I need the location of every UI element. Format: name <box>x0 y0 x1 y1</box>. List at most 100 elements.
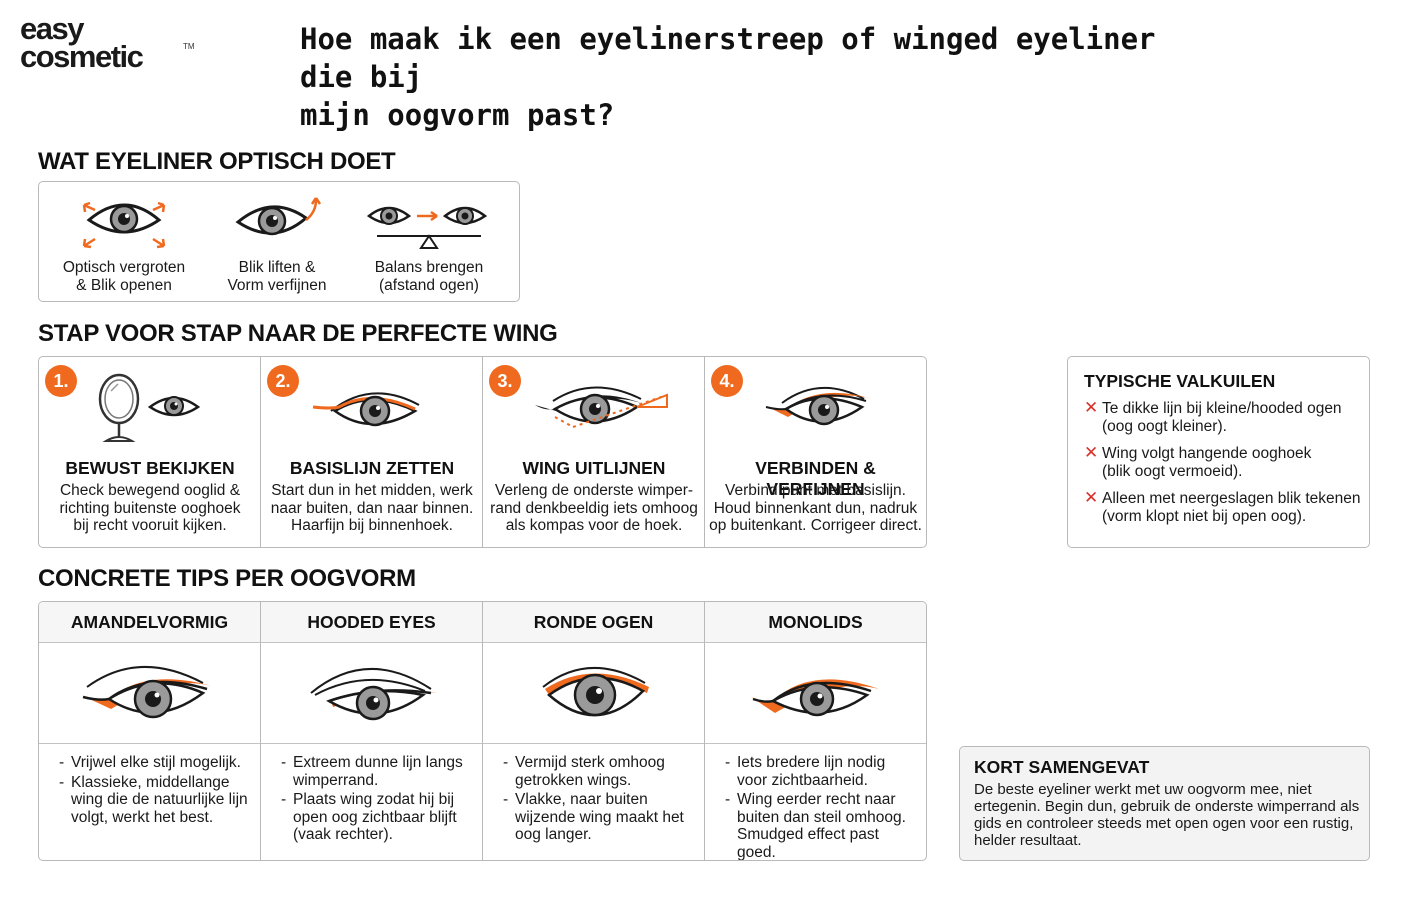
tip-hooded-1-line2: wimperrand. <box>293 771 379 789</box>
dash: - <box>59 773 65 791</box>
page-title-line1: Hoe maak ik een eyelinerstreep of winged… <box>300 22 1156 94</box>
step-text-1-line2: richting buitenste ooghoek <box>59 499 241 517</box>
tip-hooded-2-line3: (vaak rechter). <box>293 826 393 843</box>
pitfall-2-line1: Wing volgt hangende ooghoek <box>1102 445 1312 462</box>
step-text-3: Verleng de onderste wimper- rand denkbee… <box>483 482 705 535</box>
summary-line2: ertegenin. Begin dun, gebruik de onderst… <box>974 798 1360 815</box>
tip-almond-2-line3: volgt, werkt het best. <box>71 808 214 826</box>
tip-hooded-1-line1: Extreem dunne lijn langs <box>293 754 463 771</box>
step-text-1: Check bewegend ooglid & richting buitens… <box>39 482 261 535</box>
step-badge-4: 4. <box>711 365 743 397</box>
tip-image-round <box>483 643 704 744</box>
tip-almond-2-line1: Klassieke, middellange <box>71 773 230 791</box>
dash: - <box>725 791 731 808</box>
step-badge-3: 3. <box>489 365 521 397</box>
step-card-1: 1. BEWUST BEKIJKEN Check bewegend ooglid… <box>39 357 261 547</box>
almond-eye-icon <box>80 666 215 719</box>
tips-panel: AMANDELVORMIG -Vrijwel elke stijl mogeli… <box>38 601 927 861</box>
step-text-3-line1: Verleng de onderste wimper- <box>494 482 694 499</box>
tip-hooded-2-line2: open oog zichtbaar blijft <box>293 808 457 826</box>
tip-monolid-1-line2: voor zichtbaarheid. <box>737 771 868 789</box>
brand-line2: cosmetic <box>20 39 144 74</box>
dash: - <box>281 791 287 808</box>
step-badge-2: 2. <box>267 365 299 397</box>
dash: - <box>59 754 65 771</box>
summary-text: De beste eyeliner werkt met uw oogvorm m… <box>974 781 1369 849</box>
dash: - <box>725 754 731 771</box>
step-title-4: VERBINDEN & VERFIJNEN <box>755 458 876 499</box>
pitfalls-heading: TYPISCHE VALKUILEN <box>1084 371 1276 391</box>
step-text-3-line3: als kompas voor de hoek. <box>505 517 683 534</box>
brand-trademark: TM <box>183 42 195 51</box>
tip-list-almond: -Vrijwel elke stijl mogelijk. -Klassieke… <box>39 744 260 826</box>
brand-line1: easy <box>20 11 84 46</box>
eye-expand-icon <box>82 201 166 249</box>
effect-item-enlarge: Optisch vergroten & Blik openen <box>49 188 199 294</box>
tip-round-2-line1: Vlakke, naar buiten <box>515 791 648 808</box>
step-card-3: 3. WING UITLIJNEN Verleng de onderste wi… <box>483 357 705 547</box>
tip-image-almond <box>39 643 260 744</box>
effect-item-balance: Balans brengen (afstand ogen) <box>354 188 504 294</box>
tip-image-hooded <box>261 643 482 744</box>
hooded-eye-icon <box>309 668 437 721</box>
tip-round-2-line3: oog langer. <box>515 826 592 843</box>
step-card-4: 4. VERBINDEN & VERFIJNEN Verbind punt me… <box>705 357 926 547</box>
round-eye-icon <box>541 666 649 717</box>
tip-title-hooded: HOODED EYES <box>261 602 482 643</box>
step-card-2: 2. BASISLIJN ZETTEN Start dun in het mid… <box>261 357 483 547</box>
step-text-4-line1: Verbind punt met basislijn. <box>725 482 906 499</box>
effect-enlarge-line1: Optisch vergroten <box>62 259 186 276</box>
effect-item-lift: Blik liften & Vorm verfijnen <box>202 188 352 294</box>
pitfall-item-3: ✕ Alleen met neergeslagen blik tekenen (… <box>1084 488 1369 525</box>
connect-refine-eye-icon <box>764 387 872 426</box>
step-text-2-line1: Start dun in het midden, werk <box>271 482 473 499</box>
step-text-1-line3: bij recht vooruit kijken. <box>73 517 227 534</box>
tip-monolid-2-line2: buiten dan steil omhoog. <box>737 808 906 826</box>
tip-title-monolid: MONOLIDS <box>705 602 926 643</box>
step-title-1: BEWUST BEKIJKEN <box>65 458 235 478</box>
eye-lift-icon <box>235 197 322 236</box>
effect-balance-line1: Balans brengen <box>374 259 484 276</box>
effect-lift-line1: Blik liften & <box>238 259 316 276</box>
step-text-2-line2: naar buiten, dan naar binnen. <box>270 499 474 517</box>
mirror-eye-icon <box>98 373 201 442</box>
step-badge-1: 1. <box>45 365 77 397</box>
summary-line4: helder resultaat. <box>974 832 1082 849</box>
cross-icon: ✕ <box>1084 488 1099 507</box>
pitfall-3-line1: Alleen met neergeslagen blik tekenen <box>1102 490 1361 507</box>
summary-line3: gids en controleer steeds met open ogen … <box>974 815 1354 832</box>
tip-title-round: RONDE OGEN <box>483 602 704 643</box>
dash: - <box>503 754 509 771</box>
section-heading-steps: STAP VOOR STAP NAAR DE PERFECTE WING <box>38 320 558 347</box>
tip-monolid-1-line1: Iets bredere lijn nodig <box>737 754 886 771</box>
summary-line1: De beste eyeliner werkt met uw oogvorm m… <box>974 781 1312 798</box>
tip-round-1-line2: getrokken wings. <box>515 771 632 789</box>
step-text-3-line2: rand denkbeeldig iets omhoog <box>490 499 698 517</box>
page-title: Hoe maak ik een eyelinerstreep of winged… <box>300 20 1220 134</box>
pitfall-1-line2: (oog oogt kleiner). <box>1102 417 1227 435</box>
tip-round-2-line2: wijzende wing maakt het <box>515 808 684 826</box>
section-heading-tips: CONCRETE TIPS PER OOGVORM <box>38 565 416 592</box>
summary-panel: KORT SAMENGEVAT De beste eyeliner werkt … <box>959 746 1370 861</box>
eye-balance-icon <box>366 206 488 249</box>
section-heading-effects: WAT EYELINER OPTISCH DOET <box>38 148 396 175</box>
tip-hooded-2-line1: Plaats wing zodat hij bij <box>293 791 455 808</box>
pitfall-item-2: ✕ Wing volgt hangende ooghoek (blik oogt… <box>1084 444 1369 480</box>
tip-almond-2-line2: wing die de natuurlijke lijn <box>71 791 248 808</box>
effect-enlarge-line2: & Blik openen <box>76 276 172 294</box>
tip-monolid-2-line1: Wing eerder recht naar <box>737 791 896 808</box>
step-title-3: WING UITLIJNEN <box>522 458 666 478</box>
cross-icon: ✕ <box>1084 398 1099 417</box>
step-text-4-line3: op buitenkant. Corrigeer direct. <box>709 517 922 534</box>
wing-align-eye-icon <box>535 386 668 428</box>
tip-almond-1: -Vrijwel elke stijl mogelijk. <box>59 754 250 772</box>
